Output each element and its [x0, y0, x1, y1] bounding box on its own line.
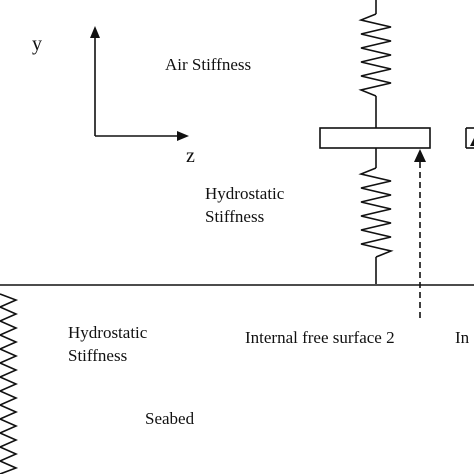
coordinate-axes: y z	[32, 26, 195, 167]
hydrostatic-stiffness-lower-line1: Hydrostatic	[68, 323, 148, 342]
hydrostatic-spring-coil	[358, 167, 394, 258]
left-edge-spring-coil	[0, 293, 19, 474]
z-axis-arrowhead	[177, 131, 189, 141]
hydrostatic-stiffness-lower-line2: Stiffness	[68, 346, 127, 365]
y-axis-label: y	[32, 33, 42, 55]
hydrostatic-spring	[358, 148, 394, 284]
air-spring-coil	[358, 13, 392, 97]
hydrostatic-stiffness-upper-line1: Hydrostatic	[205, 184, 285, 203]
free-surface-arrowhead	[414, 149, 426, 162]
next-floating-body	[465, 127, 474, 149]
air-stiffness-label: Air Stiffness	[165, 55, 251, 74]
z-axis-label: z	[186, 145, 195, 167]
y-axis-arrowhead	[90, 26, 100, 38]
free-surface-pointer	[414, 149, 426, 318]
internal-free-surface-next-label: In	[455, 328, 470, 347]
hydrostatic-stiffness-upper-line2: Stiffness	[205, 207, 264, 226]
floating-body-block	[319, 127, 431, 149]
air-spring	[358, 0, 392, 128]
internal-free-surface-2-label: Internal free surface 2	[245, 328, 395, 347]
seabed-label: Seabed	[145, 409, 195, 428]
